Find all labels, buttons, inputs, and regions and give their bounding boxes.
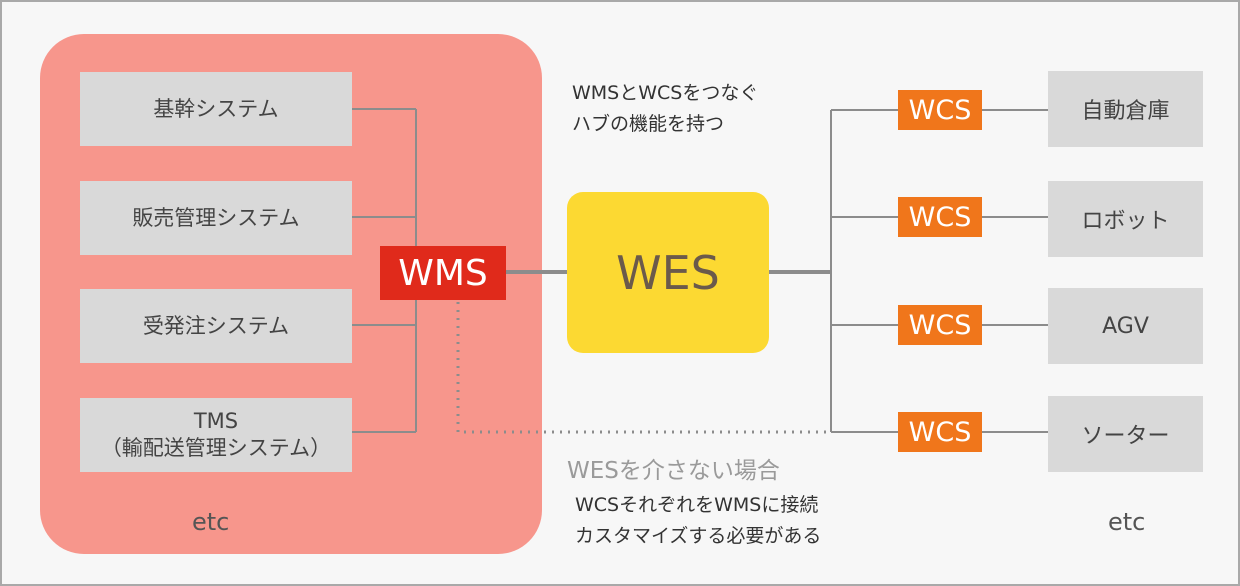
wes-box: WES [567,192,769,353]
system-box-sales: 販売管理システム [80,181,352,255]
device-box-agv: AGV [1048,288,1203,364]
bypass-dotted-line [456,302,831,434]
wes-hub-note: WMSとWCSをつなぐ ハブの機能を持つ [572,82,759,135]
device-box-sorter: ソーター [1048,396,1203,472]
device-box-auto-warehouse: 自動倉庫 [1048,71,1203,147]
bypass-title: WESを介さない場合 [567,458,780,484]
wcs-box-1: WCS [898,90,982,130]
wcs-box-4: WCS [898,412,982,452]
wcs-box-3: WCS [898,305,982,345]
wms-box: WMS [380,246,506,300]
bypass-note: WCSそれぞれをWMSに接続 カスタマイズする必要がある [575,494,822,547]
system-box-core: 基幹システム [80,72,352,146]
left-etc-label: etc [192,508,230,536]
right-etc-label: etc [1108,508,1146,536]
wcs-box-2: WCS [898,197,982,237]
system-box-ordering: 受発注システム [80,289,352,363]
system-box-tms: TMS （輸配送管理システム） [80,398,352,472]
device-box-robot: ロボット [1048,181,1203,257]
